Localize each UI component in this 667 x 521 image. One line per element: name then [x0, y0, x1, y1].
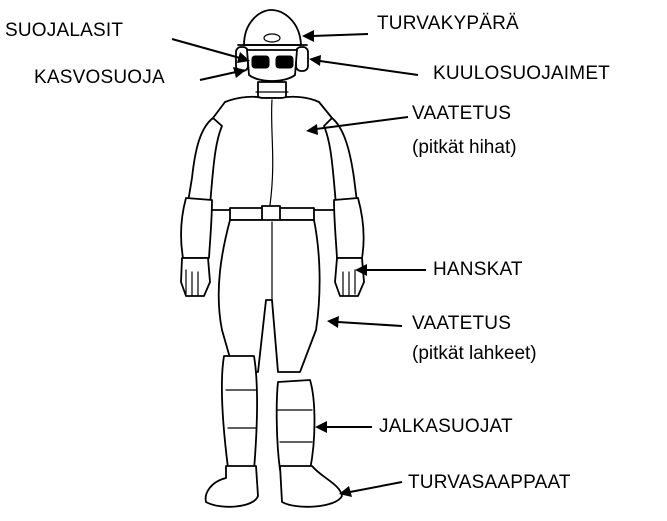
label-turvakypara: TURVAKYPÄRÄ	[377, 13, 519, 35]
label-kasvosuoja: KASVOSUOJA	[34, 67, 165, 89]
label-jalkasuojat: JALKASUOJAT	[379, 416, 513, 438]
right-leg-guard-drawing	[277, 380, 315, 470]
left-glove-drawing	[181, 258, 210, 296]
label-vaatetus-top-sub: (pitkät hihat)	[412, 137, 517, 159]
label-turvasaappaat: TURVASAAPPAAT	[408, 472, 571, 494]
left-leg-guard-drawing	[222, 356, 257, 470]
label-vaatetus-bottom: VAATETUS	[412, 313, 511, 335]
label-hanskat: HANSKAT	[433, 259, 523, 281]
label-vaatetus-bottom-sub: (pitkät lahkeet)	[412, 343, 537, 365]
helmet-drawing	[238, 10, 307, 45]
left-boot-drawing	[206, 466, 258, 507]
goggles-drawing	[247, 50, 297, 85]
label-kuulosuojaimet: KUULOSUOJAIMET	[433, 63, 610, 85]
right-boot-drawing	[280, 466, 342, 507]
label-vaatetus-top: VAATETUS	[412, 103, 511, 125]
label-suojalasit: SUOJALASIT	[5, 20, 123, 42]
